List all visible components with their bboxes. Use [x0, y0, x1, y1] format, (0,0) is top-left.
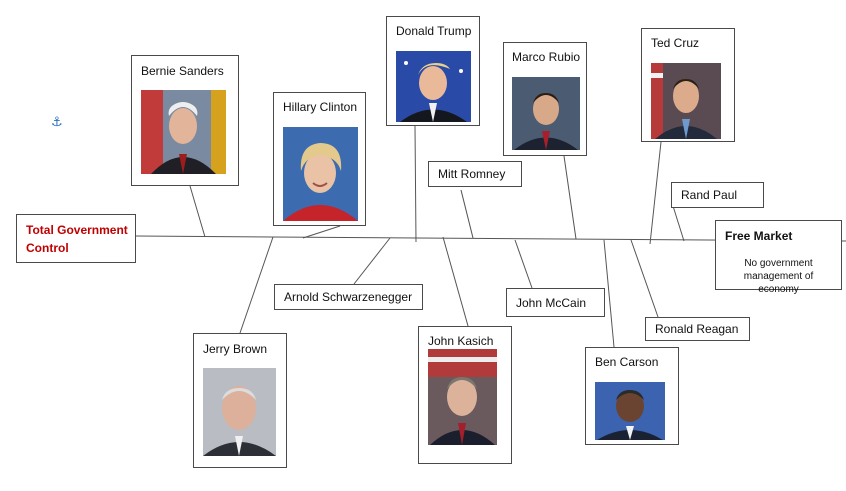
candidate-name: Hillary Clinton — [283, 100, 358, 114]
candidate-card-arnold-schwarzenegger: Arnold Schwarzenegger — [274, 284, 423, 310]
candidate-card-hillary-clinton: Hillary Clinton — [273, 92, 366, 226]
left-end-label: Total Government Control — [16, 214, 136, 263]
connector-donald-trump — [414, 125, 417, 243]
connector-ronald-reagan — [630, 239, 659, 318]
candidate-name: Arnold Schwarzenegger — [284, 290, 413, 304]
connector-john-mccain — [514, 239, 533, 289]
candidate-photo — [141, 90, 226, 174]
candidate-card-donald-trump: Donald Trump — [386, 16, 480, 126]
candidate-name: Bernie Sanders — [141, 64, 224, 78]
candidate-name: Rand Paul — [681, 188, 738, 202]
anchor-icon: ⚓ — [51, 114, 63, 129]
candidate-card-ronald-reagan: Ronald Reagan — [645, 317, 750, 341]
candidate-card-rand-paul: Rand Paul — [671, 182, 764, 208]
connector-rand-paul — [672, 205, 685, 242]
candidate-photo — [283, 127, 358, 221]
candidate-name: Ronald Reagan — [655, 322, 739, 336]
candidate-card-ben-carson: Ben Carson — [585, 347, 679, 445]
candidate-name: Donald Trump — [396, 24, 472, 38]
connector-arnold-schwarzenegger — [353, 237, 391, 285]
candidate-name: Ben Carson — [595, 355, 659, 369]
candidate-photo — [428, 349, 497, 445]
candidate-photo — [203, 368, 276, 456]
candidate-card-john-mccain: John McCain — [506, 288, 605, 317]
candidate-card-mitt-romney: Mitt Romney — [428, 161, 522, 187]
candidate-name: Ted Cruz — [651, 36, 700, 50]
candidate-card-john-kasich: John Kasich — [418, 326, 512, 464]
candidate-name: John McCain — [516, 295, 587, 310]
candidate-name: Marco Rubio — [512, 50, 581, 64]
right-end-label: Free Market No government management of … — [715, 220, 842, 295]
connector-mitt-romney — [460, 189, 474, 239]
candidate-card-bernie-sanders: Bernie Sanders — [131, 55, 239, 186]
candidate-name: Jerry Brown — [203, 342, 268, 356]
connector-hillary-clinton — [302, 225, 341, 239]
candidate-photo — [651, 63, 721, 139]
connector-bernie-sanders — [189, 185, 206, 238]
connector-ted-cruz — [649, 141, 662, 245]
candidate-name: John Kasich — [428, 334, 494, 348]
connector-marco-rubio — [563, 155, 577, 240]
candidate-card-jerry-brown: Jerry Brown — [193, 333, 287, 468]
candidate-photo — [396, 51, 471, 122]
connector-ben-carson — [603, 239, 615, 348]
candidate-card-marco-rubio: Marco Rubio — [503, 42, 587, 156]
candidate-name: Mitt Romney — [438, 167, 506, 181]
candidate-photo — [512, 77, 580, 150]
connector-jerry-brown — [239, 236, 274, 334]
connector-john-kasich — [442, 236, 469, 327]
candidate-photo — [595, 382, 665, 440]
candidate-card-ted-cruz: Ted Cruz — [641, 28, 735, 142]
left-end-text: Total Government Control — [26, 223, 128, 255]
right-end-title: Free Market — [725, 229, 793, 243]
right-end-description: No government management of economy — [743, 258, 814, 295]
